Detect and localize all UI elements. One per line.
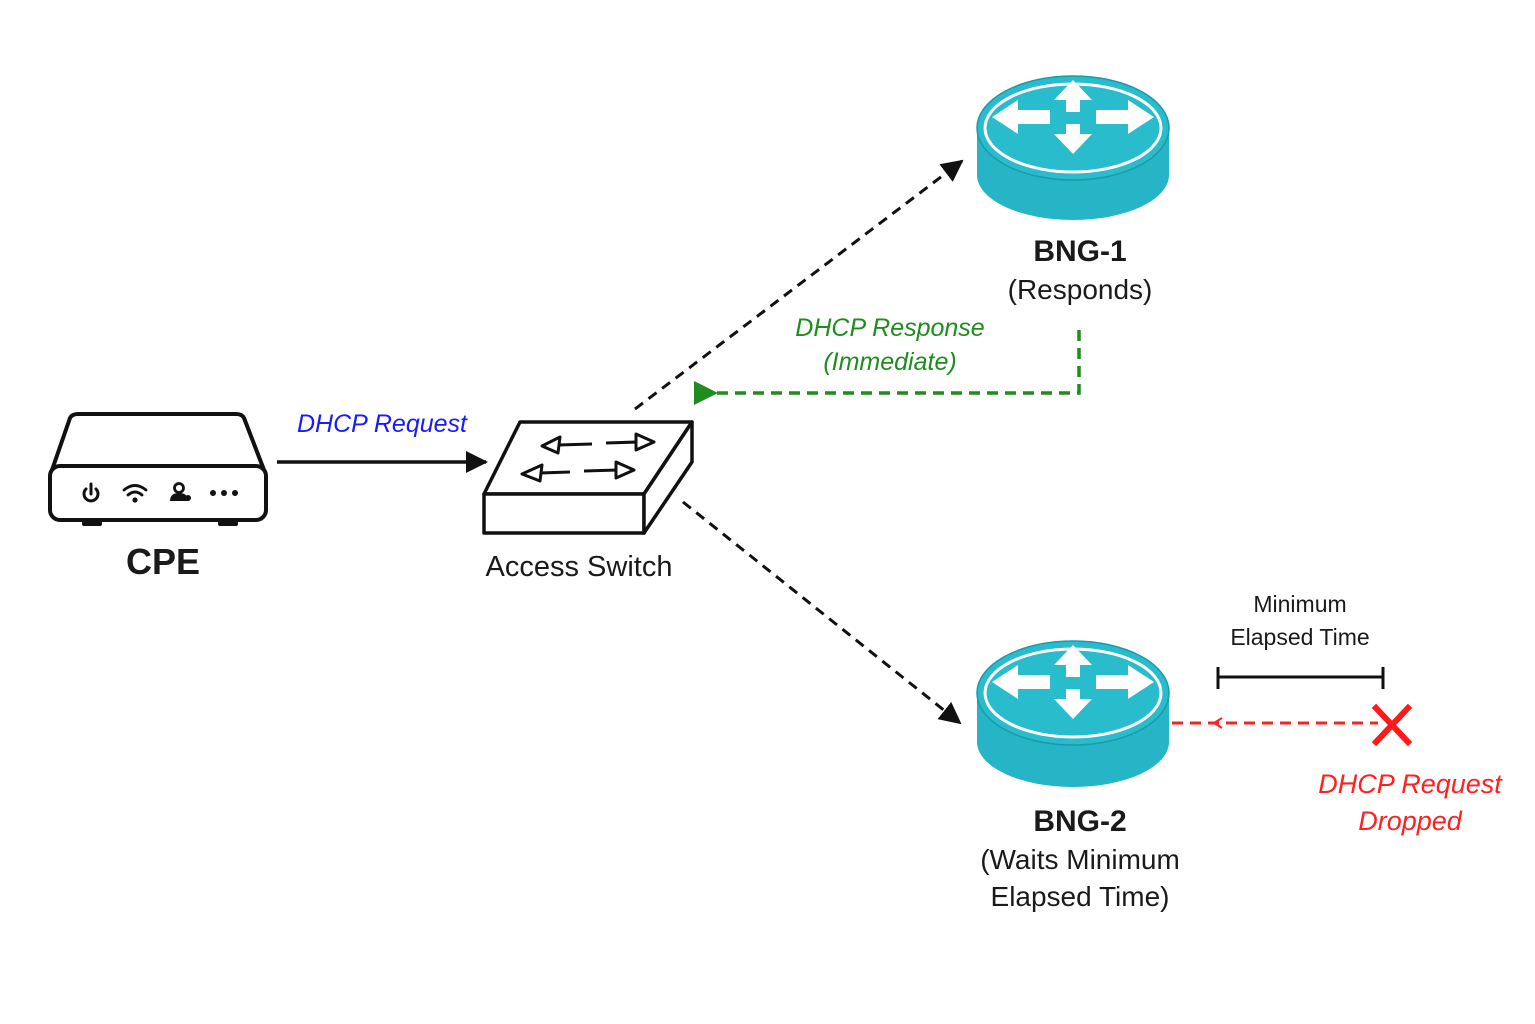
bng1-label: BNG-1 — [1033, 235, 1127, 268]
wifi-icon — [122, 484, 148, 503]
bng2-sublabel-line2: Elapsed Time) — [990, 881, 1170, 912]
dhcp-response-label-line1: DHCP Response — [795, 314, 985, 342]
elapsed-time-label-line2: Elapsed Time — [1230, 624, 1370, 650]
user-icon — [170, 482, 191, 501]
drop-x-icon — [1371, 703, 1413, 747]
dhcp-response-label-line2: (Immediate) — [823, 348, 957, 376]
dropped-label-line2: Dropped — [1358, 806, 1462, 836]
bng2-sublabel-line1: (Waits Minimum — [980, 844, 1180, 875]
access-switch-label: Access Switch — [485, 551, 673, 583]
dhcp-request-label: DHCP Request — [297, 410, 467, 438]
bng1-sublabel: (Responds) — [1007, 274, 1153, 305]
cpe-label: CPE — [125, 541, 201, 582]
small-red-arrowhead — [1212, 717, 1223, 729]
dhcp-response-arrow — [694, 330, 1081, 405]
switch-to-bng2-arrow — [682, 500, 962, 725]
bng2-router — [976, 640, 1170, 787]
bng1-router — [976, 75, 1170, 220]
elapsed-time-label-line1: Minimum — [1253, 591, 1347, 617]
more-dots-icon — [210, 490, 238, 496]
elapsed-time-bracket — [1216, 667, 1385, 689]
power-icon — [82, 482, 100, 503]
cpe-device — [48, 412, 268, 526]
dropped-label-line1: DHCP Request — [1318, 769, 1502, 799]
bng2-label: BNG-2 — [1033, 805, 1127, 838]
access-switch-device — [482, 420, 694, 535]
switch-to-bng1-arrow — [634, 159, 964, 411]
